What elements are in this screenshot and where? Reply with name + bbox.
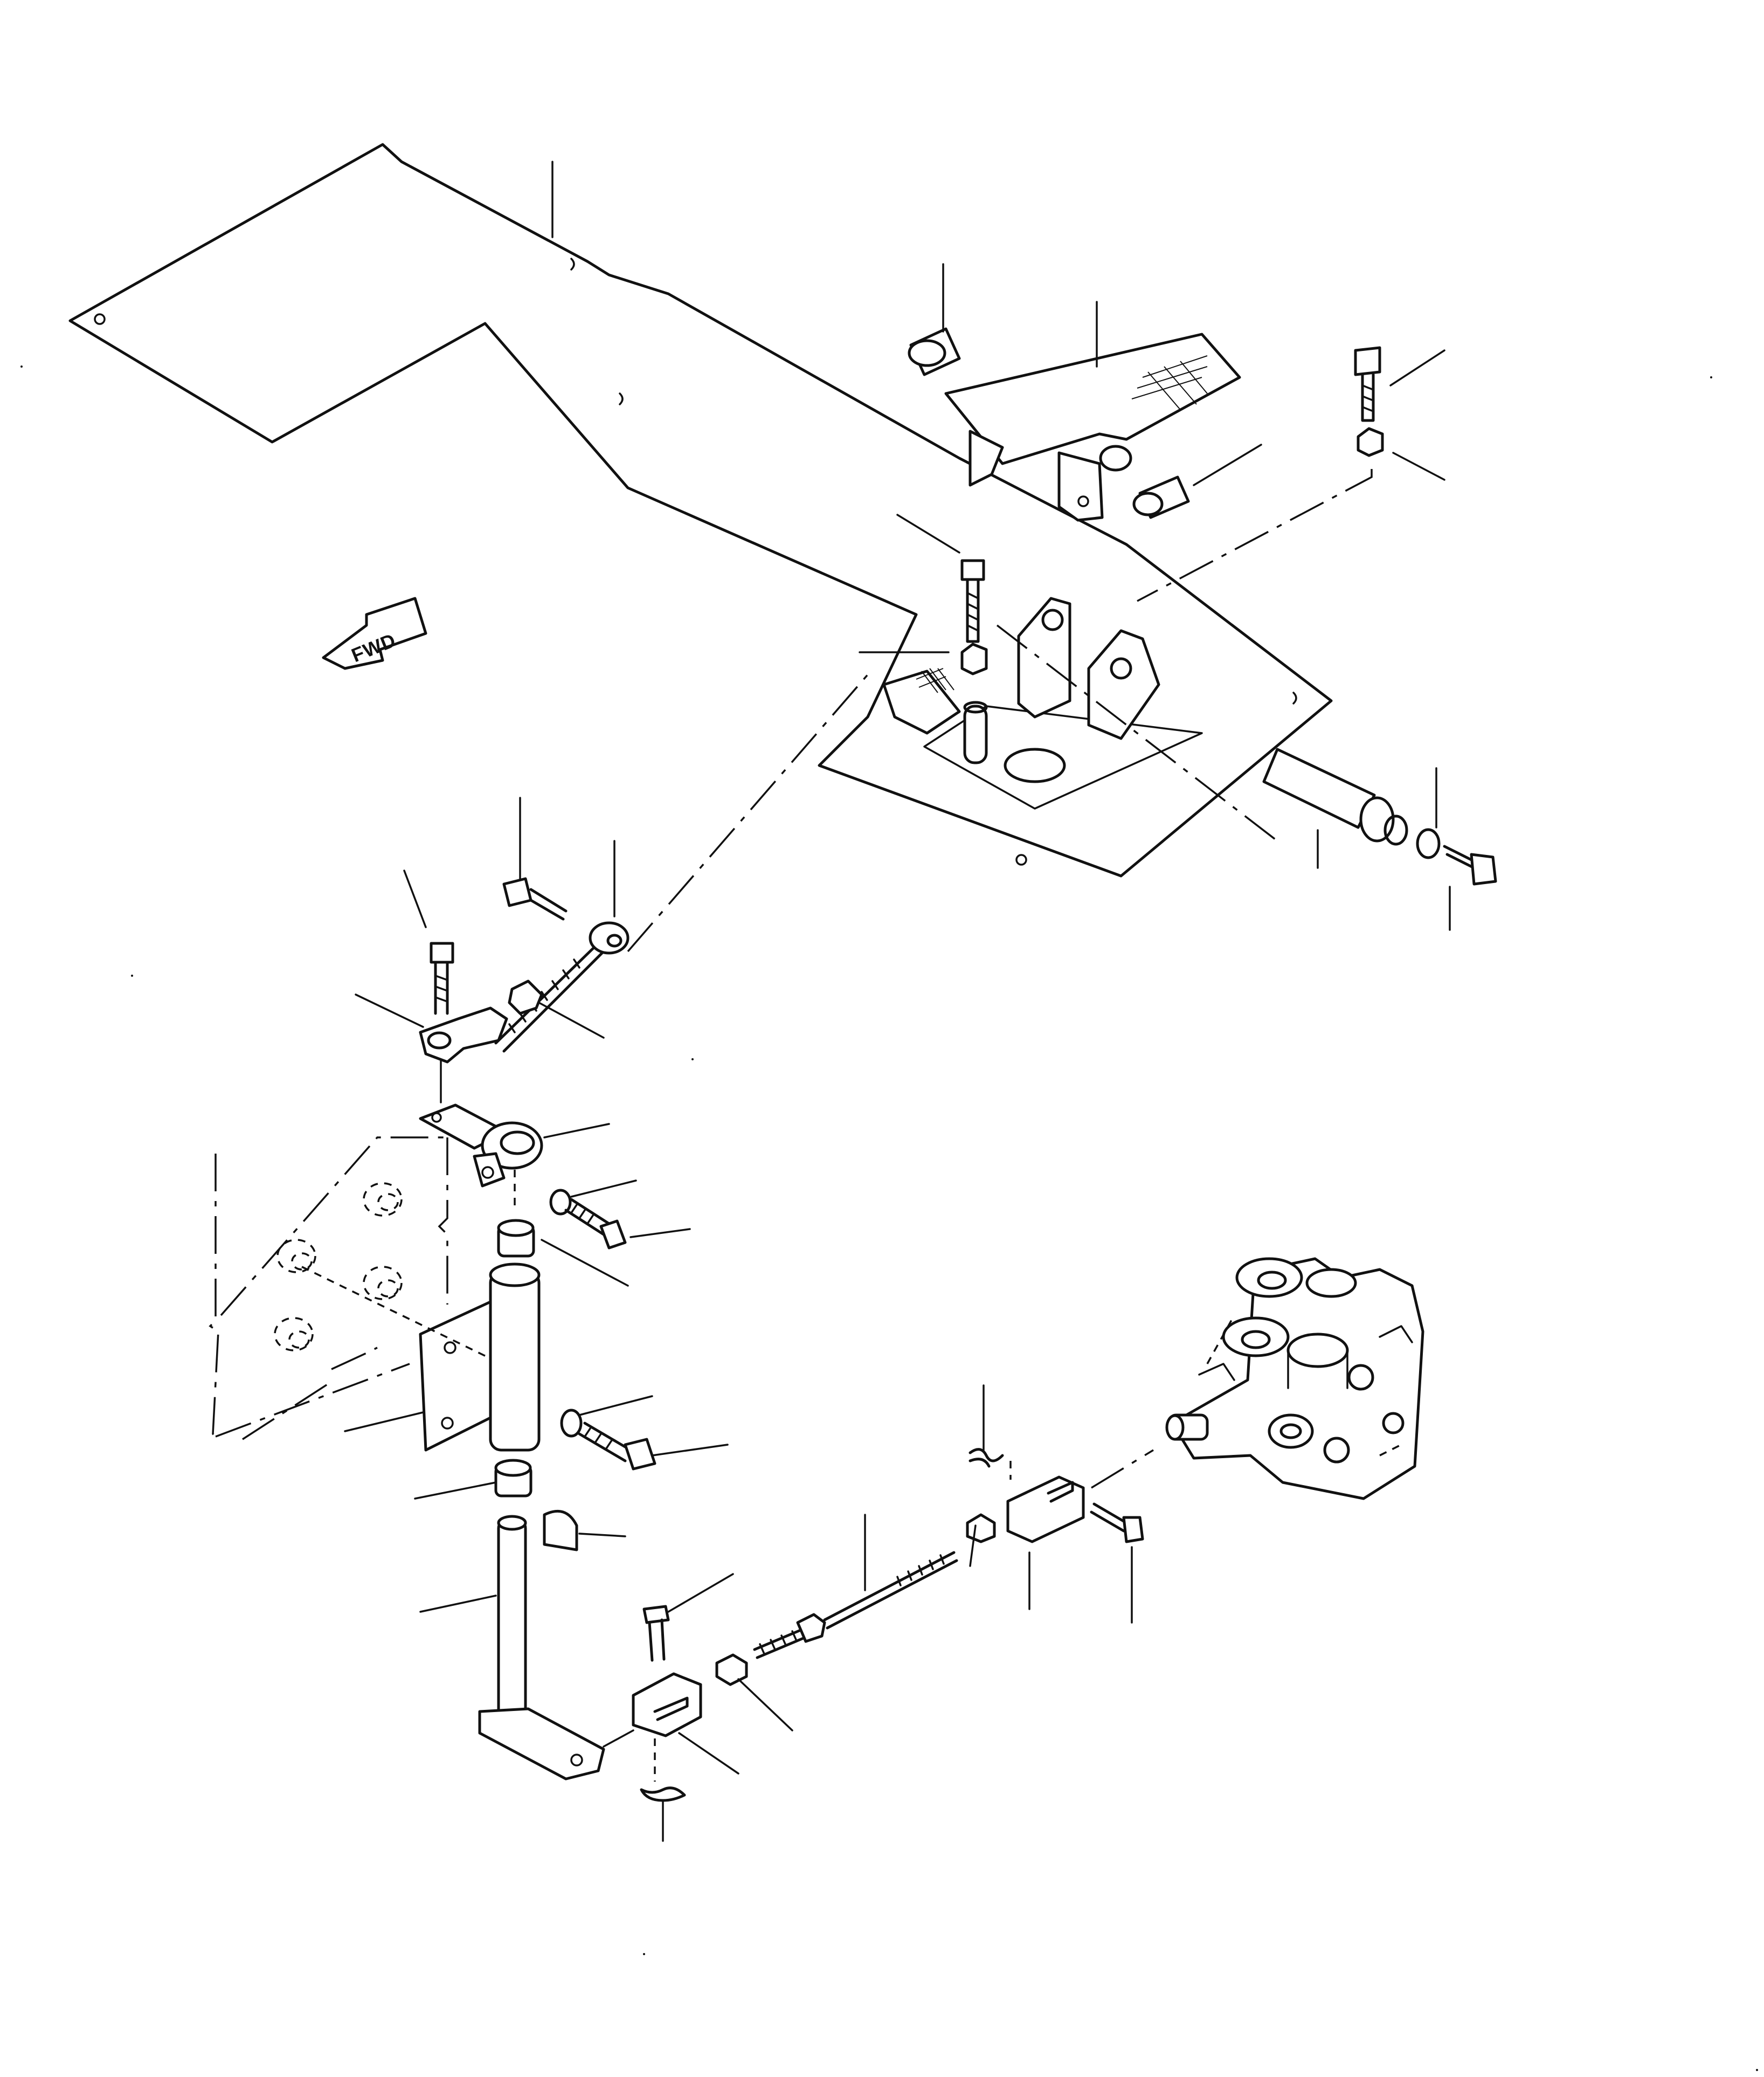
frame-panel: [209, 1136, 448, 1440]
pivot-tube: [489, 1262, 541, 1452]
clamp-washer: [549, 1189, 572, 1216]
pin-washer: [1416, 828, 1441, 859]
leader-lines: [344, 161, 1451, 1842]
key: [543, 1509, 578, 1551]
frame-bushings: [274, 1182, 403, 1351]
clevis-bolt-top: [502, 877, 568, 921]
rod-nut: [508, 979, 543, 1015]
valve-clevis-pin: [1090, 1502, 1144, 1543]
upper-nut: [1357, 427, 1384, 457]
lower-clevis: [603, 1672, 702, 1748]
pin-bolt: [1443, 845, 1497, 886]
pivot-pin: [1262, 748, 1408, 846]
control-valve: [1165, 1257, 1424, 1500]
upper-rod-nut: [966, 1513, 996, 1543]
lower-rod-nut: [715, 1653, 748, 1686]
clamp-bolt: [564, 1198, 627, 1250]
specks: [20, 365, 1758, 2071]
lower-bushing: [494, 1459, 532, 1498]
upper-bushing: [497, 1219, 535, 1258]
valve-clevis: [1006, 1475, 1085, 1543]
valve-cotter-pin: [969, 1448, 1004, 1468]
pedal-bushing-right: [1132, 475, 1190, 519]
stop-nut: [960, 643, 988, 675]
brake-pedal: [944, 333, 1241, 522]
forward-direction-arrow-icon: FWD: [322, 597, 427, 670]
pedal-bushing-left: [908, 327, 961, 376]
control-rod: [753, 1551, 958, 1659]
adjust-rod: [494, 921, 629, 1053]
lower-clevis-pin: [642, 1605, 670, 1662]
bellcrank-arm: [419, 1103, 543, 1188]
mounting-bracket: [419, 1300, 492, 1452]
vertical-shaft: [478, 1515, 605, 1781]
rod-end: [419, 1006, 508, 1064]
rod-end-bolt: [430, 942, 454, 1015]
tube-bolt: [578, 1422, 656, 1471]
upper-bolt: [1354, 346, 1381, 422]
floor-plate: [68, 143, 1333, 878]
pedal-mount-plate: [882, 597, 1278, 842]
lower-cotter-pin: [640, 1786, 686, 1802]
stop-bolt: [960, 559, 985, 643]
tube-washer: [560, 1409, 583, 1438]
